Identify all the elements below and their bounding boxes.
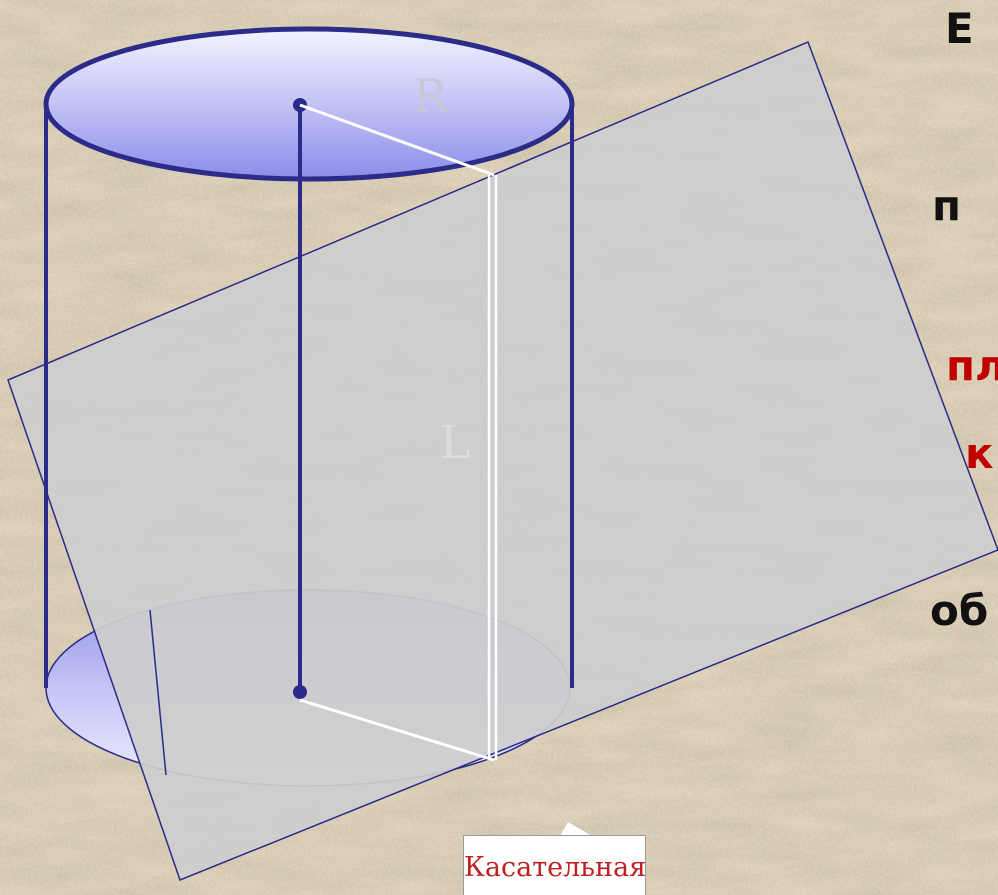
callout-pointer — [560, 822, 592, 836]
side-text-line-3: пл — [946, 341, 998, 390]
radius-label: R — [413, 69, 449, 123]
bottom-radius-line — [299, 698, 495, 762]
generatrix-label: L — [440, 415, 471, 469]
side-text-line-1: Е — [945, 4, 974, 53]
top-radius-line — [299, 103, 495, 177]
plane-edge-line — [149, 609, 167, 776]
side-text-line-5: об — [930, 586, 989, 635]
bottom-center-point — [293, 685, 307, 699]
cylinder-top-base — [43, 26, 575, 182]
callout-label: Касательная — [464, 852, 647, 883]
side-text-line-2: п — [932, 181, 962, 230]
tangent-plane — [7, 41, 998, 881]
tangent-callout: Касательная — [463, 835, 646, 895]
side-text-line-4: к — [965, 429, 994, 478]
